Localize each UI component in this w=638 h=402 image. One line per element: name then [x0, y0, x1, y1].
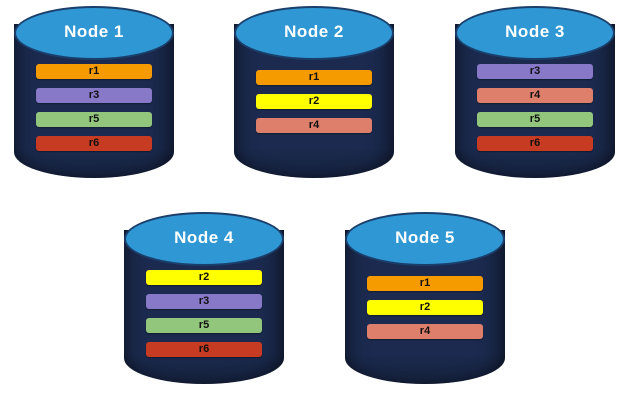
cylinder-top-ellipse-icon	[14, 6, 174, 60]
replica-list: r1 r2 r4	[367, 276, 483, 339]
replica-bar[interactable]: r4	[477, 88, 593, 103]
cylinder-top-ellipse-icon	[455, 6, 615, 60]
replica-bar[interactable]: r6	[36, 136, 152, 151]
replica-bar[interactable]: r1	[367, 276, 483, 291]
replica-bar[interactable]: r6	[477, 136, 593, 151]
replica-bar[interactable]: r4	[256, 118, 372, 133]
replica-bar[interactable]: r2	[146, 270, 262, 285]
replica-bar[interactable]: r5	[146, 318, 262, 333]
replica-bar[interactable]: r3	[36, 88, 152, 103]
replica-list: r1 r3 r5 r6	[36, 64, 152, 151]
replica-bar[interactable]: r2	[256, 94, 372, 109]
replica-list: r3 r4 r5 r6	[477, 64, 593, 151]
cylinder-top-ellipse-icon	[345, 212, 505, 266]
replica-bar[interactable]: r1	[256, 70, 372, 85]
replica-bar[interactable]: r1	[36, 64, 152, 79]
cylinder-top-ellipse-icon	[124, 212, 284, 266]
replica-bar[interactable]: r3	[477, 64, 593, 79]
cylinder-top-ellipse-icon	[234, 6, 394, 60]
replica-bar[interactable]: r4	[367, 324, 483, 339]
replica-bar[interactable]: r3	[146, 294, 262, 309]
replica-bar[interactable]: r6	[146, 342, 262, 357]
replica-bar[interactable]: r5	[477, 112, 593, 127]
replica-list: r2 r3 r5 r6	[146, 270, 262, 357]
replica-bar[interactable]: r2	[367, 300, 483, 315]
replica-list: r1 r2 r4	[256, 70, 372, 133]
replica-bar[interactable]: r5	[36, 112, 152, 127]
